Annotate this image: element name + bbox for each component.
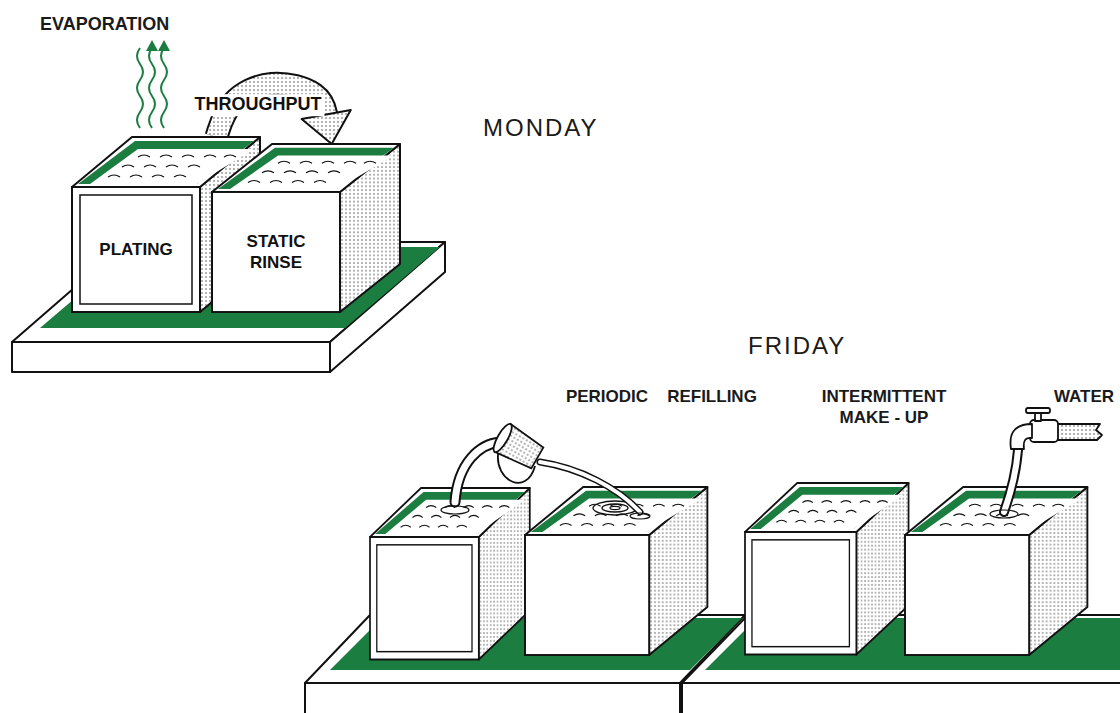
method-label: PERIODIC [566, 386, 648, 407]
tank-outline [212, 144, 402, 312]
method-label: REFILLING [667, 386, 757, 407]
tank-shape [212, 144, 400, 312]
ripple [441, 506, 469, 514]
evaporation-lines [137, 48, 167, 128]
vapour-line [161, 48, 167, 128]
plating-tank [745, 483, 909, 655]
vapour-line [149, 48, 155, 128]
bucket [482, 422, 548, 489]
bucket-mouth [490, 422, 515, 455]
faucet-spout [1010, 424, 1032, 449]
tank-label: PLATING [84, 239, 188, 260]
vapour-arrowhead [146, 40, 158, 51]
flow-label: THROUGHPUT [192, 94, 325, 116]
faucet-pipe [1054, 424, 1102, 440]
faucet-handle [1026, 408, 1050, 413]
tank: STATIC RINSE [212, 144, 402, 312]
water-stream [540, 462, 640, 512]
water-stream [1004, 450, 1018, 512]
base-front [12, 342, 330, 372]
day-heading: MONDAY [483, 113, 599, 143]
ripple [990, 510, 1018, 518]
rinse-tank [905, 487, 1087, 655]
faucet [990, 408, 1102, 518]
ripple [630, 513, 650, 519]
swirl-ring [610, 506, 620, 509]
process-label: EVAPORATION [40, 13, 169, 36]
base-front [682, 683, 1120, 713]
base-front [305, 683, 680, 713]
water-stream [540, 462, 640, 512]
tank-label: STATIC RINSE [224, 231, 328, 274]
rinse-tank [525, 487, 707, 655]
ripples [441, 506, 650, 519]
water-stream [1004, 450, 1018, 512]
vapour-arrowhead [158, 40, 170, 51]
faucet-body [1030, 420, 1058, 442]
method-label: WATER [1054, 386, 1114, 407]
swirl-ring [602, 504, 628, 512]
method-label: INTERMITTENT MAKE - UP [817, 386, 951, 429]
day-heading: FRIDAY [748, 331, 846, 361]
plating-tank [370, 488, 530, 660]
vapour-line [137, 48, 143, 128]
